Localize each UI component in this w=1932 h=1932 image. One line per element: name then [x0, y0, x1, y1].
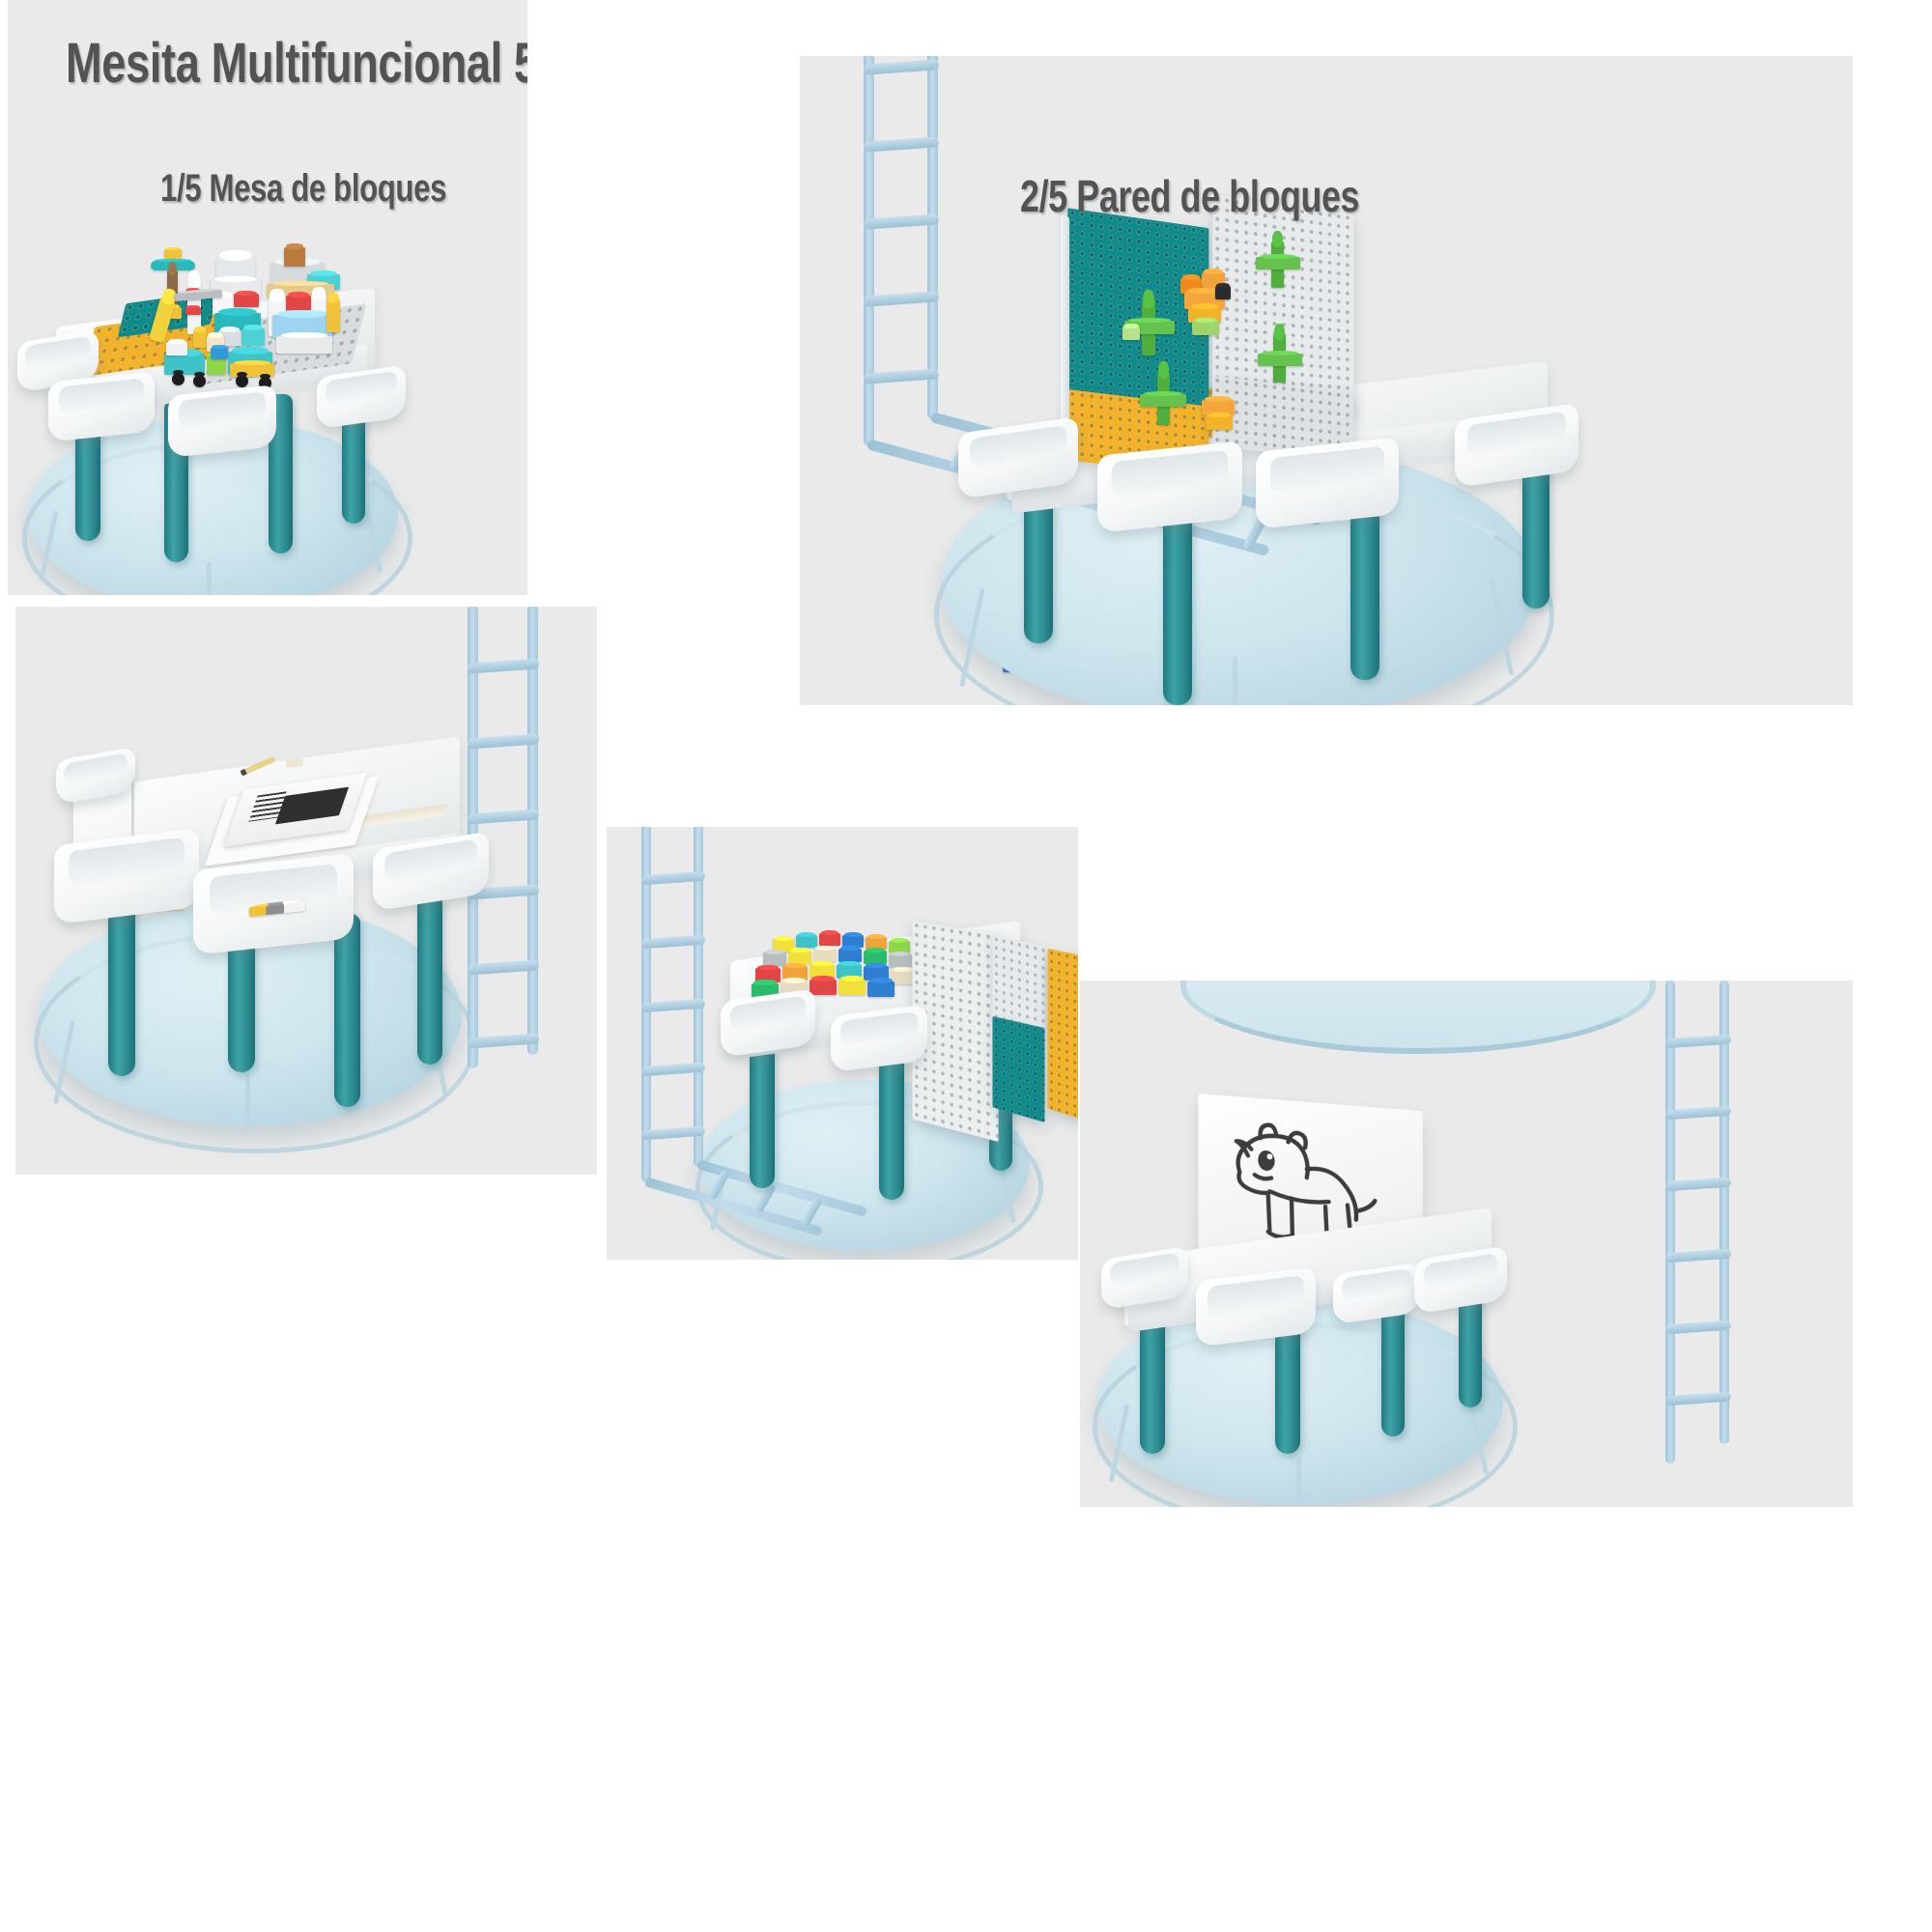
container-table [713, 920, 1078, 1202]
ladder-frame [1652, 980, 1845, 1507]
lego-brick [242, 328, 265, 346]
lego-brick [193, 330, 207, 348]
table-leg [108, 896, 135, 1076]
lego-brick [755, 968, 781, 982]
lego-brick [837, 964, 862, 979]
lego-brick [866, 937, 887, 950]
lego-brick [1256, 257, 1300, 270]
lego-brick [1206, 415, 1233, 430]
lego-brick [164, 249, 182, 259]
ladder-rail [527, 607, 538, 1055]
platform-rim [695, 1100, 1044, 1260]
block-table [958, 194, 1580, 705]
lego-brick [1122, 327, 1140, 340]
ladder-frame [846, 56, 1445, 557]
lego-brick [211, 348, 228, 359]
whiteboard-table [1095, 1083, 1530, 1454]
lego-brick [842, 935, 864, 948]
lego-brick [1215, 286, 1231, 299]
platform-strut [245, 1074, 250, 1132]
upper-arc-rim [1180, 980, 1656, 1054]
baseplate-panel-white [992, 934, 1045, 1032]
lego-brick [236, 375, 248, 387]
lego-brick [185, 307, 201, 315]
panel-block-wall: 2/5 Pared de bloques [800, 56, 1853, 705]
lego-brick [234, 294, 259, 307]
ladder-rail [864, 56, 874, 446]
lego-brick [1192, 321, 1219, 335]
ladder-rail [1665, 980, 1675, 1463]
lego-brick [166, 342, 187, 355]
lego-brick [193, 375, 206, 387]
baseplate-panel-yellow [1047, 948, 1078, 1122]
lego-brick [327, 299, 340, 332]
platform-strut [1296, 1458, 1301, 1507]
panel-whiteboard: 5/5 Pizarra [1080, 980, 1853, 1507]
lego-brick [286, 296, 311, 313]
table-leg [879, 1055, 904, 1200]
lego-brick [284, 247, 305, 267]
table-leg [334, 914, 360, 1107]
block-table [17, 247, 406, 562]
round-platform [1092, 1299, 1519, 1507]
lego-brick [218, 330, 242, 346]
lego-brick [891, 970, 916, 984]
storage-bin [1097, 440, 1242, 533]
lego-brick [838, 949, 862, 962]
lego-brick [813, 949, 837, 962]
lego-brick [889, 941, 910, 953]
lego-brick [276, 336, 332, 354]
lego-brick [864, 966, 889, 980]
ladder-rail [694, 827, 703, 1167]
lego-brick [864, 951, 887, 964]
storage-bin [48, 371, 155, 442]
page-title: Mesita Multifuncional 5 en 1 [66, 32, 527, 95]
lego-brick [867, 981, 895, 997]
lego-brick [782, 966, 808, 980]
rhino-drawing-icon [1215, 1109, 1384, 1251]
panel-containers: 4/5 Contenedores [607, 827, 1078, 1260]
panel-block-table: Mesita Multifuncional 5 en 1 1/5 Mesa de… [8, 0, 527, 595]
ladder-frame [630, 827, 868, 1258]
panel-1-title: 1/5 Mesa de bloques [160, 167, 447, 210]
storage-bin [1256, 437, 1399, 529]
storage-bin [168, 384, 276, 458]
lego-brick [796, 935, 817, 948]
platform-strut [1233, 657, 1237, 705]
table-leg [750, 1043, 775, 1188]
lego-brick [172, 373, 185, 385]
storage-bin [54, 827, 199, 925]
baseplate-panel-teal [992, 1016, 1045, 1122]
lego-brick [763, 952, 786, 966]
platform-strut [207, 562, 212, 595]
panel-2-title: 2/5 Pared de bloques [1020, 171, 1360, 221]
lego-brick [773, 939, 794, 952]
lego-brick [838, 980, 866, 995]
lego-brick [1202, 400, 1235, 415]
lego-brick [1140, 394, 1186, 407]
panel-desk: 3/5 Escritorio [15, 607, 597, 1175]
lego-brick [810, 980, 837, 995]
storage-bin [1333, 1262, 1420, 1325]
lego-brick [819, 933, 840, 946]
lego-brick [810, 964, 835, 979]
table-leg [417, 895, 442, 1065]
storage-bin [317, 364, 406, 430]
desk-table [48, 735, 493, 1107]
lego-brick [788, 951, 811, 964]
lego-brick [1258, 354, 1302, 366]
ladder-rail [1719, 980, 1729, 1444]
ladder-rail [927, 56, 938, 419]
lego-brick [889, 954, 912, 968]
lego-brick [207, 355, 226, 375]
